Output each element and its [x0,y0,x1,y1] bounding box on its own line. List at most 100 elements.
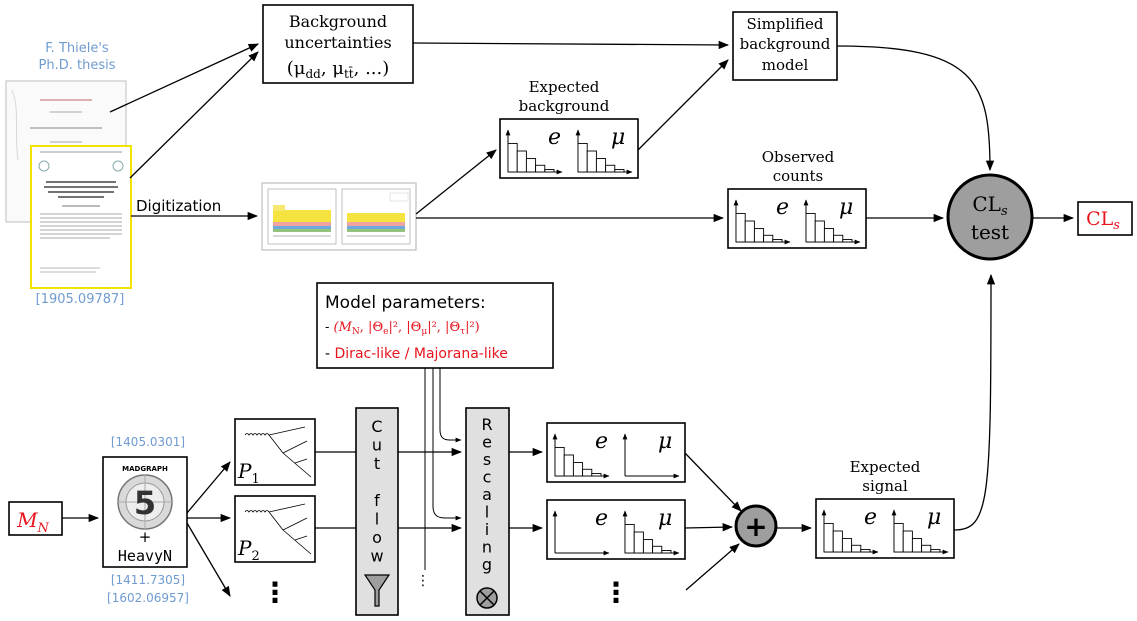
rescaling-letter: g [482,555,492,574]
e-channel-histogram [505,129,563,175]
rescaling-letter: e [482,433,492,452]
mu-channel-axes [622,433,680,479]
cls-output-label: CLs [1086,208,1120,233]
thesis-document-stack: F. Thiele's Ph.D. thesis [5,41,132,307]
obs-title-line2: counts [773,167,823,185]
rescaling-letter: R [481,415,492,434]
digitized-plots-thumbnail [261,182,417,251]
madgraph-model: HeavyN [118,547,172,565]
exp-sig-histograms [821,509,949,555]
madgraph-ref-bottom1: [1411.7305] [111,573,185,587]
e-channel-histogram [733,199,791,245]
mu-channel-histogram [575,129,633,175]
model-params-item2: - Dirac-like / Majorana-like [325,346,508,362]
process-box-p2: P2 [234,495,316,564]
cut-flow-letter: u [372,436,382,455]
obs-e-label: e [776,195,789,220]
exp-bg-title-line1: Expected [529,78,600,96]
expected-signal-group: Expected signal e μ [815,458,955,559]
process-p1-label: P1 [237,459,260,487]
bg-unc-line2: uncertainties [284,33,391,52]
sum-symbol: + [744,510,767,543]
signal-ellipsis: ⋮ [602,576,630,609]
model-parameters-box: Model parameters: - (MN, |Θe|², |Θμ|², |… [316,282,554,369]
cut-flow-letter: l [375,510,379,529]
exp-sig-e-label: e [864,505,877,530]
obs-histograms [733,199,861,245]
cut-flow-letter: o [372,528,382,547]
exp-bg-histograms [505,129,633,175]
madgraph-logo-text: MADGRAPH [122,465,168,473]
process-p2-label: P2 [237,536,260,564]
thesis-arxiv-ref: [1905.09787] [36,292,125,307]
simplified-background-model-box: Simplified background model [732,11,838,81]
thesis-front-page-icon [30,145,132,289]
exp-bg-mu-label: μ [611,125,625,150]
bg-unc-line1: Background [289,12,387,31]
signal-hist-box-1: e μ [546,422,686,483]
madgraph-plus: + [139,528,152,546]
madgraph-version: 5 [134,484,156,522]
madgraph-ref-bottom2: [1602.06957] [107,591,189,605]
feynman-diagram-p1-icon [244,426,312,478]
cut-flow-letter: C [371,417,382,436]
digitization-label: Digitization [136,197,221,215]
model-params-title: Model parameters: [325,293,486,313]
signal-hist-1-histograms [552,433,680,479]
bg-unc-formula: (μdd, μtt̄, ...) [287,58,390,81]
rescaling-letter: l [485,503,489,522]
sum-node: + [734,504,778,548]
e-channel-histogram [552,433,610,479]
signal-hist-box-2: e μ [546,499,686,560]
cut-flow-letter: t [374,454,380,473]
simplified-line1: Simplified [747,15,824,33]
cls-test-node: CLs test [946,173,1034,261]
mn-input-box: MN [8,501,63,536]
signal-hist-2-e-label: e [595,506,608,531]
mu-channel-histogram [622,510,680,556]
thesis-caption-line2: Ph.D. thesis [39,58,116,73]
process-box-p1: P1 [234,418,316,487]
signal-hist-2-mu-label: μ [658,506,672,531]
background-uncertainties-box: Background uncertainties (μdd, μtt̄, ...… [262,4,414,84]
cls-test-line2: test [971,220,1009,244]
mu-channel-histogram [803,199,861,245]
observed-counts-group: Observed counts e μ [727,148,867,249]
cut-flow-letter: w [370,547,383,566]
simplified-line2: background [740,35,831,53]
exp-sig-mu-label: μ [927,505,941,530]
cut-flow-letter: f [374,491,380,510]
model-params-item1: - (MN, |Θe|², |Θμ|², |Θτ|²) [325,320,480,337]
process-ellipsis: ⋮ [261,576,289,609]
simplified-line3: model [762,56,809,74]
rescaling-letter: s [483,450,491,469]
feynman-diagram-p2-icon [244,503,312,555]
rescaling-letter: a [482,485,492,504]
signal-hist-1-e-label: e [595,429,608,454]
rescaling-letter: i [485,520,489,539]
signal-hist-1-mu-label: μ [658,429,672,454]
filter-funnel-icon [363,574,391,607]
mu-channel-histogram [891,509,949,555]
e-channel-histogram [821,509,879,555]
otimes-icon [476,587,498,609]
exp-sig-title-line2: signal [862,477,908,495]
rescaling-letter: c [483,468,492,487]
cls-output-box: CLs [1077,201,1133,236]
e-channel-axes [552,510,610,556]
cutflow-ellipsis: ⋮ [416,573,430,589]
connector-arrows [62,40,1075,597]
exp-sig-title-line1: Expected [850,458,921,476]
obs-title-line1: Observed [762,148,835,166]
rescaling-letter: n [482,538,492,557]
exp-bg-title-line2: background [519,97,610,115]
thesis-caption-line1: F. Thiele's [45,41,109,56]
madgraph-ref-top: [1405.0301] [111,435,185,449]
madgraph-heavyn-box: [1405.0301] MADGRAPH 5 + HeavyN [1411.73… [102,435,189,605]
obs-mu-label: μ [839,195,853,220]
expected-background-group: Expected background e μ [499,78,639,179]
cls-test-label: CLs [972,192,1008,219]
